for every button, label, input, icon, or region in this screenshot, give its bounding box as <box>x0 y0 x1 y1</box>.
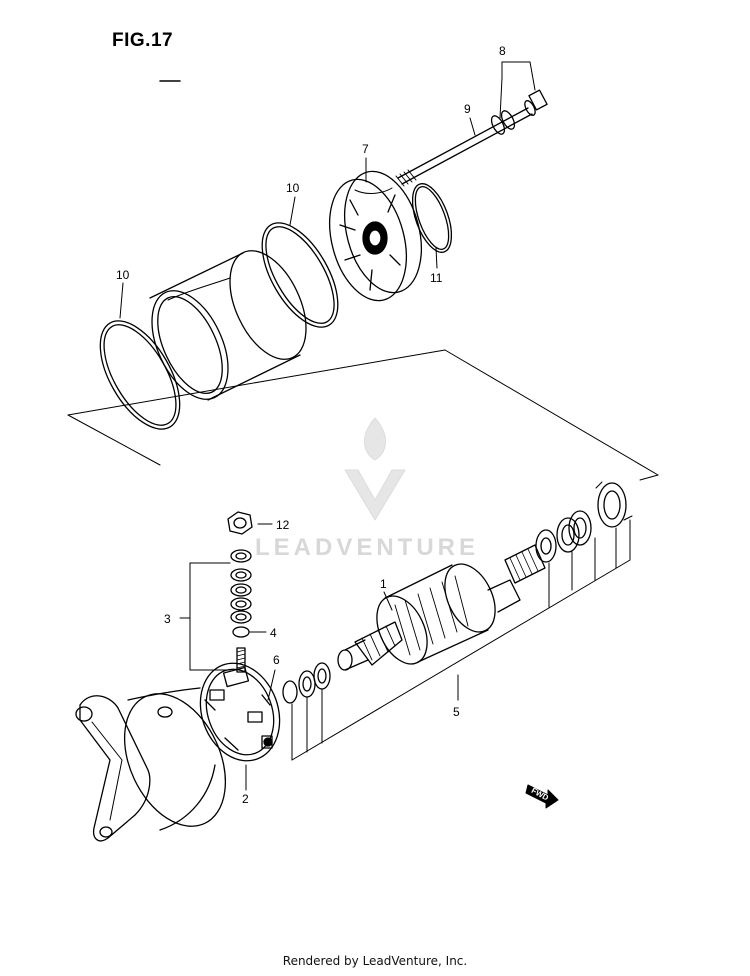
o-ring-4 <box>232 626 250 638</box>
callout-4: 4 <box>270 626 277 640</box>
callout-3: 3 <box>164 612 171 626</box>
motor-case <box>75 687 227 842</box>
callout-leaders-upper <box>119 61 536 319</box>
callout-10-lower: 10 <box>116 268 130 282</box>
upper-group-outline <box>67 349 659 481</box>
end-cover <box>329 170 422 302</box>
o-ring-small <box>411 183 453 253</box>
forward-arrow-icon: FWD <box>525 784 559 809</box>
rear-shims <box>535 481 633 563</box>
watermark-logo <box>344 417 406 521</box>
o-ring-right <box>261 222 339 328</box>
callout-8: 8 <box>499 44 506 58</box>
callout-7: 7 <box>362 142 369 156</box>
o-ring-left <box>99 320 181 430</box>
watermark-text: LEADVENTURE <box>255 534 479 561</box>
armature <box>337 544 546 671</box>
brush-holder <box>199 662 281 762</box>
yoke-housing <box>149 250 307 401</box>
callout-leaders-lower <box>179 523 617 791</box>
callout-12: 12 <box>276 518 290 532</box>
washer-set <box>230 549 252 638</box>
through-bolt <box>395 89 548 187</box>
callout-2: 2 <box>242 792 249 806</box>
callout-1: 1 <box>380 577 387 591</box>
callout-6: 6 <box>273 653 280 667</box>
callout-11: 11 <box>430 271 443 285</box>
footer-credit: Rendered by LeadVenture, Inc. <box>282 954 468 968</box>
callout-5: 5 <box>453 705 460 719</box>
figure-title: FIG.17 <box>112 30 174 51</box>
nut <box>227 511 253 535</box>
o-ring-small-inner <box>414 186 450 250</box>
terminal-bolt <box>236 647 246 673</box>
callout-9: 9 <box>464 102 471 116</box>
callout-10-upper: 10 <box>286 181 300 195</box>
